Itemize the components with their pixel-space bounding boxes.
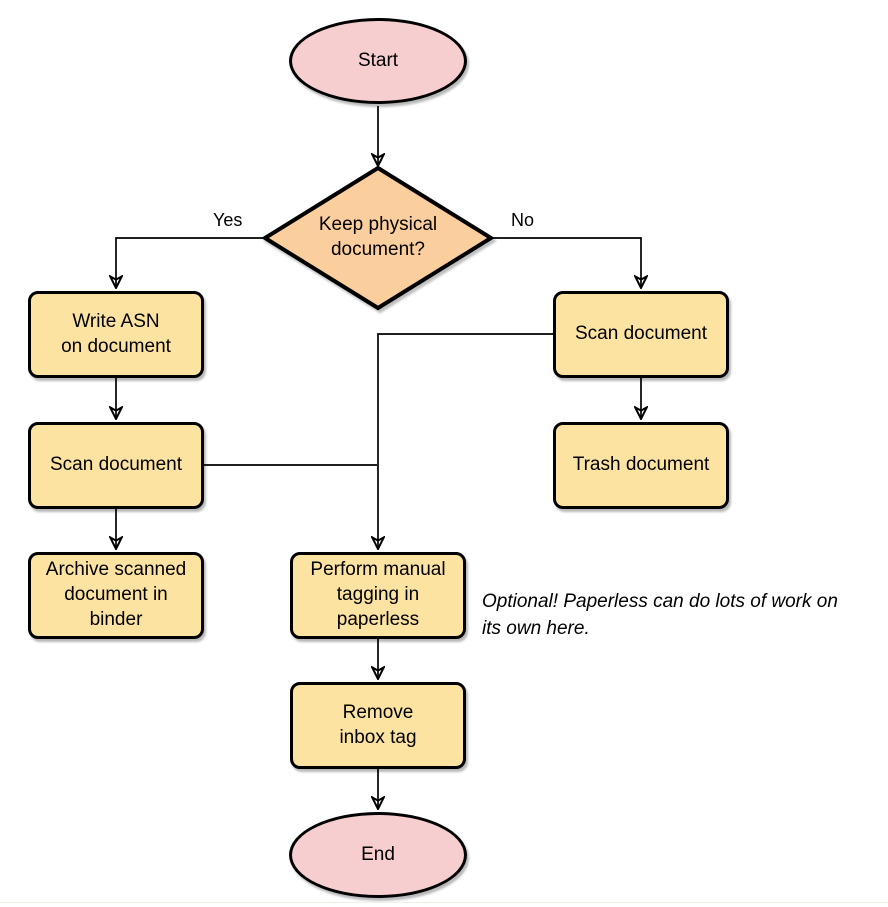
remove-inbox-tag-node: Remove inbox tag [290, 682, 466, 769]
decision-node: Keep physical document? [261, 164, 495, 312]
edge-label-no: No [511, 210, 535, 230]
remove-inbox-tag-node-label: Remove inbox tag [339, 701, 417, 748]
optional-annotation: Optional! Paperless can do lots of work … [482, 591, 838, 639]
scan-document-right-node: Scan document [553, 291, 729, 378]
bottom-rule [0, 902, 888, 903]
decision-node-label: Keep physical document? [318, 214, 438, 260]
scan-document-left-node: Scan document [28, 422, 204, 509]
scan-document-right-node-label: Scan document [574, 323, 708, 345]
end-node-label: End [361, 843, 395, 865]
trash-document-node: Trash document [553, 422, 729, 509]
edge-scanright-to-perform [378, 333, 553, 549]
edge-label-yes: Yes [213, 210, 243, 230]
end-node: End [289, 812, 467, 898]
write-asn-node-label: Write ASN on document [61, 310, 171, 357]
write-asn-node: Write ASN on document [28, 291, 204, 378]
decision-diamond-shape [261, 165, 495, 311]
edge-decision-yes [116, 237, 265, 288]
edge-decision-no [491, 237, 641, 288]
start-node: Start [289, 18, 467, 104]
start-node-label: Start [357, 49, 399, 71]
manual-tagging-node: Perform manual tagging in paperless [290, 552, 466, 639]
manual-tagging-node-label: Perform manual tagging in paperless [310, 559, 446, 630]
archive-document-node: Archive scanned document in binder [28, 552, 204, 639]
archive-document-node-label: Archive scanned document in binder [45, 559, 187, 630]
trash-document-node-label: Trash document [572, 454, 710, 476]
scan-document-left-node-label: Scan document [49, 454, 183, 476]
